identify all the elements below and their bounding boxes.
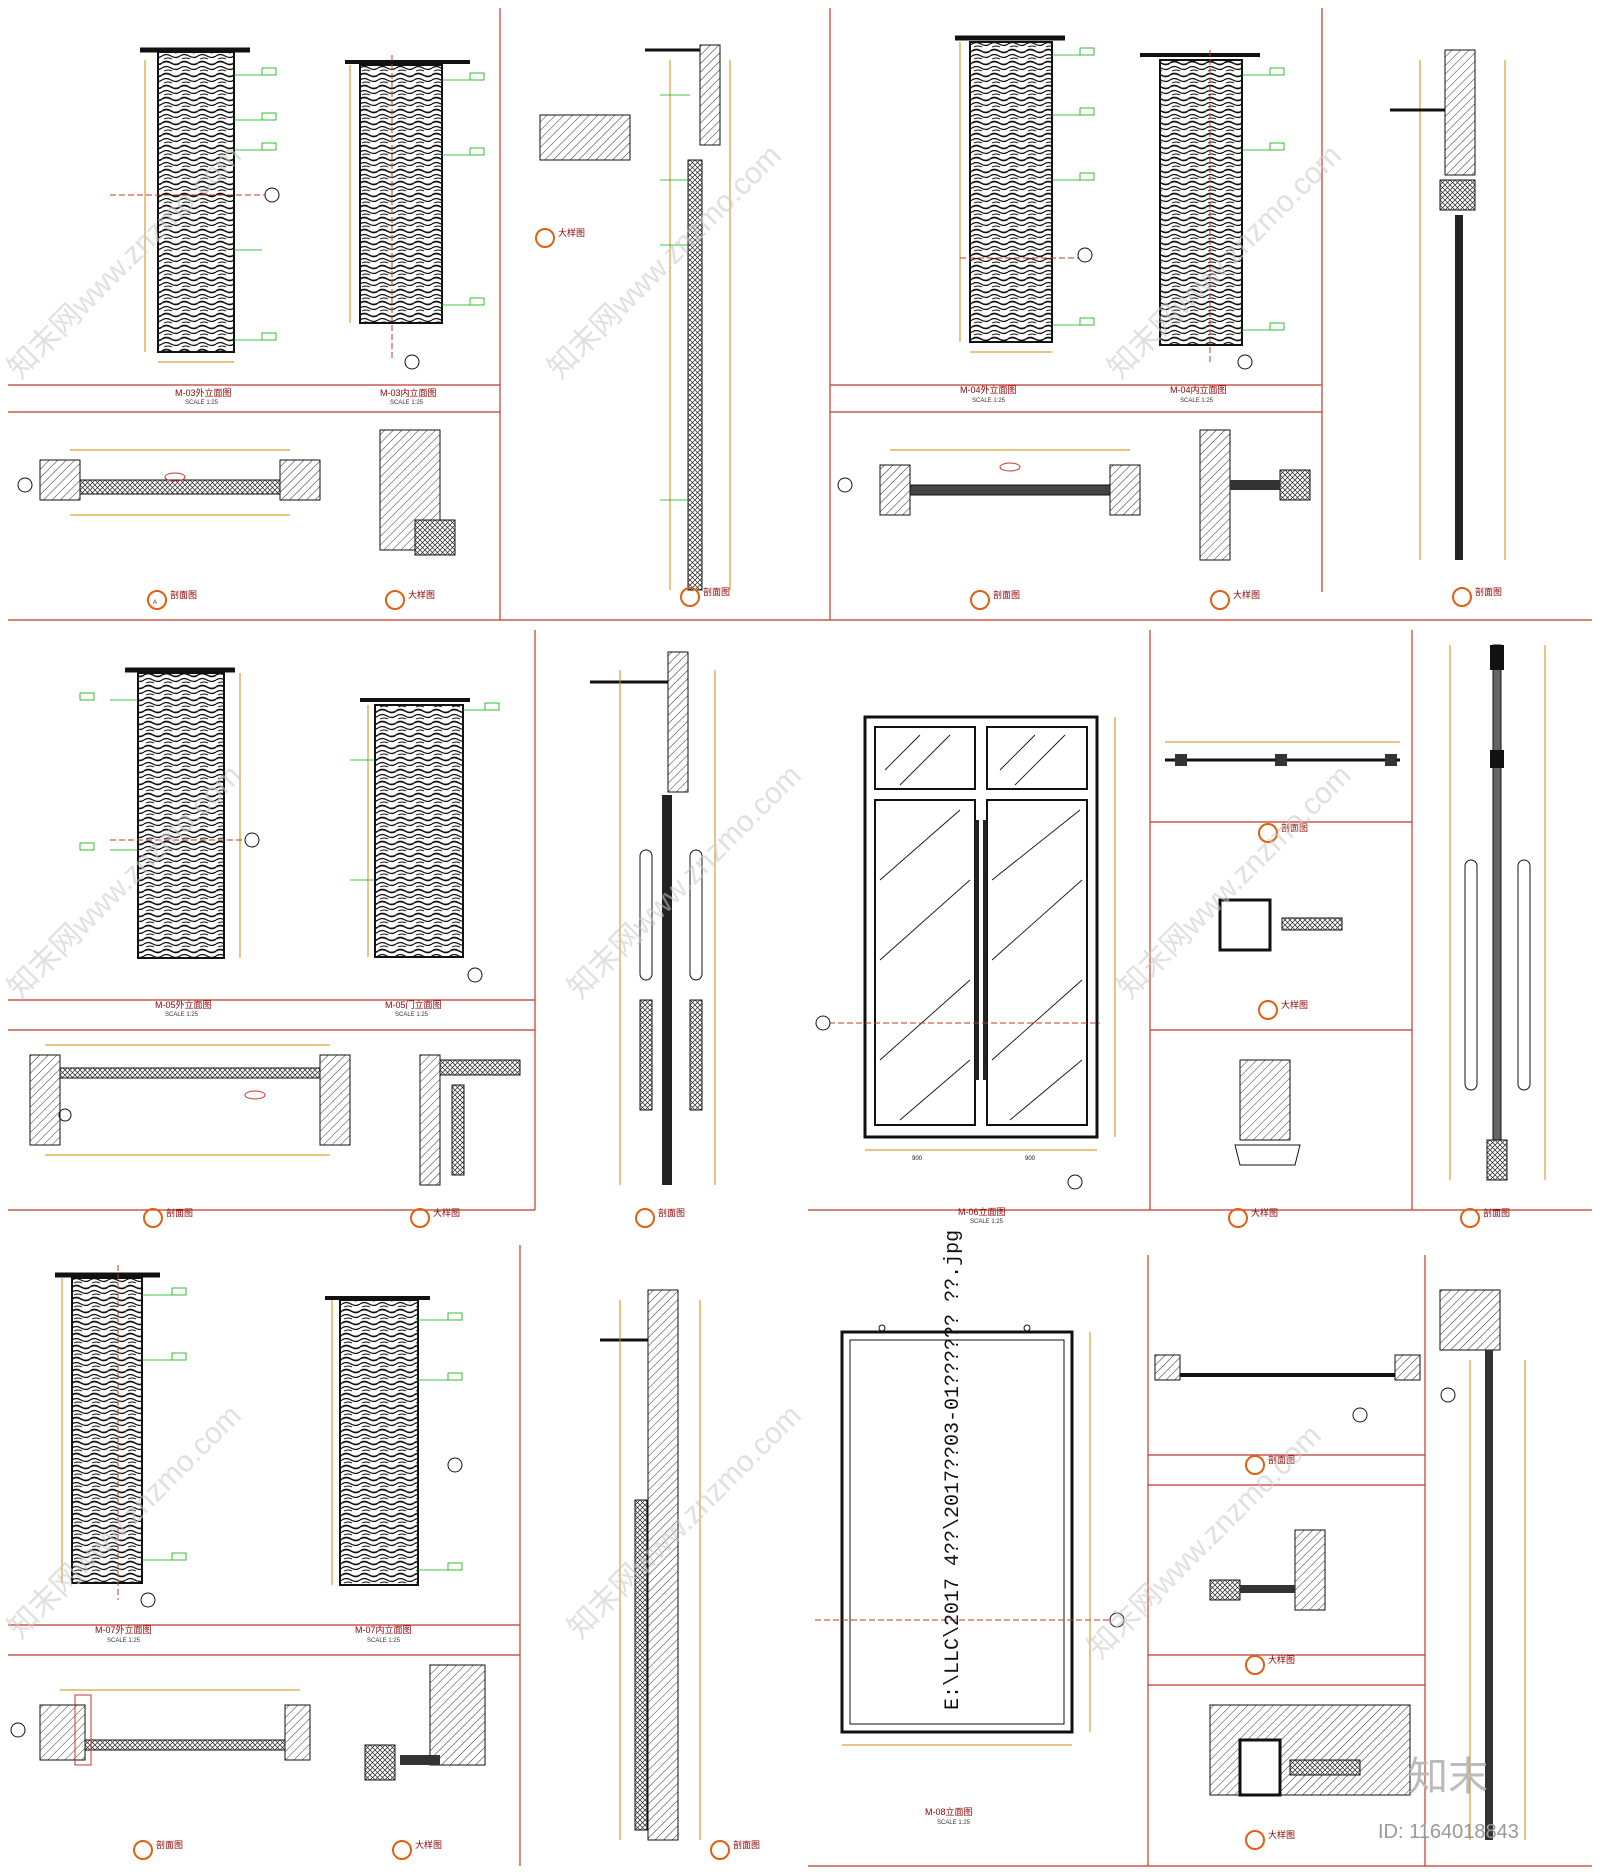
m03-detail xyxy=(379,429,456,556)
m04-section-plan xyxy=(837,449,1141,516)
sheet-frames xyxy=(8,8,1592,1867)
m03-inner-label: M-03内立面图 xyxy=(380,387,437,398)
m06-section-title: 剖面图 xyxy=(1281,822,1308,833)
m04-detail xyxy=(1199,429,1311,561)
m07-inner-scale: SCALE 1:25 xyxy=(367,1638,401,1644)
m04-outer-label: M-04外立面图 xyxy=(960,384,1017,395)
watermark-6: 知末网www.znzmo.com xyxy=(1112,759,1358,1005)
watermark-8: 知末网www.znzmo.com xyxy=(562,1399,808,1645)
m08-detail-title-2: 大样图 xyxy=(1268,1829,1295,1840)
m07-outer-scale: SCALE 1:25 xyxy=(107,1638,141,1644)
m04-detail-title: 大样图 xyxy=(1233,589,1260,600)
m03-inner-elevation xyxy=(345,55,485,370)
m03-section-title: 剖面图 xyxy=(170,589,197,600)
m07-vertical-section xyxy=(600,1289,701,1841)
m03-section-plan xyxy=(17,449,321,516)
m06-width-dim-right: 900 xyxy=(1025,1156,1036,1162)
m04-outer-scale: SCALE 1:25 xyxy=(972,398,1006,404)
m06-label: M-06立面图 xyxy=(958,1206,1006,1217)
m08-label: M-08立面图 xyxy=(925,1806,973,1817)
row2-section-markers: 剖面图 大样图 剖面图 剖面图 大样图 大样图 剖面图 xyxy=(143,822,1510,1228)
m03-inner-scale: SCALE 1:25 xyxy=(390,400,424,406)
m05-detail-title: 大样图 xyxy=(433,1207,460,1218)
m04-vertical-section xyxy=(1390,49,1506,560)
m07-outer-label: M-07外立面图 xyxy=(95,1624,152,1635)
m08-vertical-section xyxy=(1439,1289,1526,1840)
m06-detail-title-2: 大样图 xyxy=(1251,1207,1278,1218)
m06-detail-title-1: 大样图 xyxy=(1281,999,1308,1010)
m06-detail-2 xyxy=(1234,1059,1301,1166)
m04-inner-label: M-04内立面图 xyxy=(1170,384,1227,395)
watermark-9: 知末网www.znzmo.com xyxy=(1082,1419,1328,1665)
m04-inner-elevation xyxy=(1140,50,1285,370)
m07-detail xyxy=(364,1664,486,1781)
brand-logo-text: 知末 xyxy=(1408,1754,1488,1799)
m05-outer-scale: SCALE 1:25 xyxy=(165,1012,199,1018)
m03-detail-title: 大样图 xyxy=(408,589,435,600)
m08-elevation: E:\LLC\2017 4??\2017??03-01?????? ??.jpg xyxy=(815,1230,1125,1746)
m05-inner-scale: SCALE 1:25 xyxy=(395,1012,429,1018)
m05-section-plan xyxy=(29,1044,351,1156)
watermark-5: 知末网www.znzmo.com xyxy=(562,759,808,1005)
m06-section-plan xyxy=(1165,741,1400,766)
m05-vertical-section xyxy=(590,651,716,1185)
m05-inner-elevation xyxy=(350,698,500,983)
m04-outer-elevation xyxy=(955,35,1095,353)
m03-vertical-section xyxy=(539,44,731,591)
m08-section-title: 剖面图 xyxy=(1268,1454,1295,1465)
m04-inner-scale: SCALE 1:25 xyxy=(1180,398,1214,404)
m06-width-dim-left: 900 xyxy=(912,1156,923,1162)
m06-detail-1 xyxy=(1218,898,1343,952)
m04-section-title: 剖面图 xyxy=(993,589,1020,600)
image-id: ID: 1164018843 xyxy=(1378,1821,1519,1843)
m05-detail xyxy=(419,1054,521,1186)
m04-vertical-section-title: 剖面图 xyxy=(1475,586,1502,597)
m08-detail-2 xyxy=(1209,1704,1411,1797)
m05-inner-label: M-05门立面图 xyxy=(385,999,442,1010)
m08-detail-title-1: 大样图 xyxy=(1268,1654,1295,1665)
m08-embedded-path: E:\LLC\2017 4??\2017??03-01?????? ??.jpg xyxy=(942,1230,965,1710)
m03-outer-label: M-03外立面图 xyxy=(175,387,232,398)
m06-scale: SCALE 1:25 xyxy=(970,1219,1004,1225)
m08-detail-1 xyxy=(1209,1529,1326,1611)
m07-detail-title: 大样图 xyxy=(415,1839,442,1850)
row3-section-markers: 剖面图 大样图 剖面图 剖面图 大样图 大样图 xyxy=(133,1454,1295,1860)
m07-outer-elevation xyxy=(55,1265,187,1608)
m07-section-title: 剖面图 xyxy=(156,1839,183,1850)
svg-text:A: A xyxy=(153,600,157,606)
m06-vertical-section xyxy=(1449,644,1546,1181)
m08-section-plan xyxy=(1154,1354,1421,1423)
row1-section-markers: A 剖面图 大样图 大样图 剖面图 剖面图 大样图 剖面图 xyxy=(147,227,1502,610)
m05-vertical-section-title: 剖面图 xyxy=(658,1207,685,1218)
watermark-2: 知末网www.znzmo.com xyxy=(542,139,788,385)
m07-vertical-section-title: 剖面图 xyxy=(733,1839,760,1850)
m03-outer-elevation xyxy=(110,47,280,363)
m06-elevation: 900 900 xyxy=(815,715,1116,1190)
m03-vertical-section-title: 剖面图 xyxy=(703,586,730,597)
m07-inner-elevation xyxy=(325,1296,463,1586)
m05-outer-elevation xyxy=(79,667,260,959)
m05-section-title: 剖面图 xyxy=(166,1207,193,1218)
m03-outer-scale: SCALE 1:25 xyxy=(185,400,219,406)
m07-section-plan xyxy=(10,1689,311,1766)
m03-detail-title-top: 大样图 xyxy=(558,227,585,238)
m07-inner-label: M-07内立面图 xyxy=(355,1624,412,1635)
m08-scale: SCALE 1:25 xyxy=(937,1820,971,1826)
m05-outer-label: M-05外立面图 xyxy=(155,999,212,1010)
m06-vertical-section-title: 剖面图 xyxy=(1483,1207,1510,1218)
